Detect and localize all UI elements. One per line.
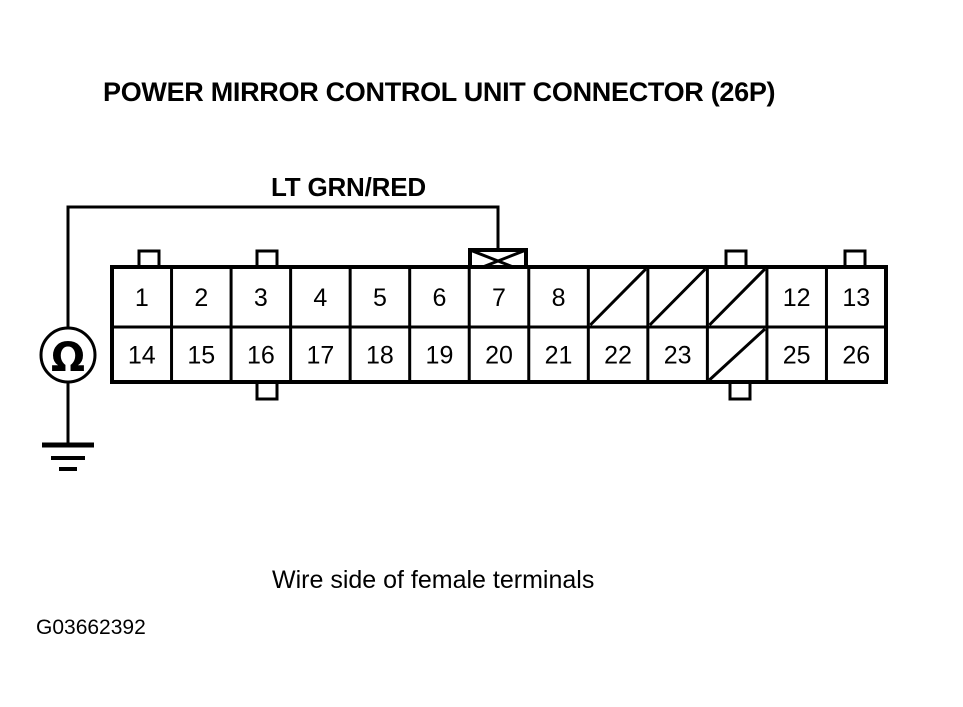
pin-number-label: 25: [783, 342, 811, 370]
pin-cell-16: 16: [229, 327, 275, 382]
pin-cell-7: 7: [467, 267, 506, 327]
pin-cell-8: 8: [527, 267, 566, 327]
pin-cell-blank-top-11: [705, 267, 766, 327]
wire-color-label: LT GRN/RED: [271, 172, 426, 202]
pin-cell-4: 4: [289, 267, 327, 327]
pin-number-label: 16: [247, 342, 275, 370]
pin-number-label: 12: [783, 284, 811, 312]
pin-number-label: 17: [306, 342, 334, 370]
connector-tab-bottom-2: [728, 380, 752, 401]
connector-housing: [110, 249, 888, 401]
pin-number-label: 1: [135, 284, 149, 312]
page-title: POWER MIRROR CONTROL UNIT CONNECTOR (26P…: [103, 77, 775, 107]
test-lead-wire: [66, 205, 500, 328]
pin-number-label: 20: [485, 342, 513, 370]
pin-number-label: 23: [664, 342, 692, 370]
pin-cell-17: 17: [289, 327, 334, 382]
connector-outline: [110, 265, 888, 384]
pin-cell-25: 25: [765, 327, 811, 382]
diagram-caption: Wire side of female terminals: [272, 566, 594, 594]
pin-number-label: 2: [194, 284, 208, 312]
pin-cell-blank-top-10: [646, 267, 707, 327]
pin-number-label: 7: [492, 284, 506, 312]
ohm-icon: Ω: [51, 335, 85, 381]
pin-cell-20: 20: [467, 327, 513, 382]
ohmmeter-symbol: Ω: [39, 326, 97, 384]
pin-cell-6: 6: [408, 267, 447, 327]
pin-number-label: 6: [433, 284, 447, 312]
pin-number-label: 5: [373, 284, 387, 312]
unused-pin-slash: [648, 267, 707, 327]
pin-cell-blank-bottom-11: [705, 327, 766, 382]
pin-cell-3: 3: [229, 267, 268, 327]
pin-number-label: 22: [604, 342, 632, 370]
ground-symbol: [42, 382, 94, 471]
pin-cell-22: 22: [586, 327, 632, 382]
pin-number-label: 19: [426, 342, 454, 370]
pin-number-label: 4: [313, 284, 327, 312]
pin-cell-18: 18: [348, 327, 394, 382]
pin-cell-2: 2: [170, 267, 208, 327]
pin-cell-21: 21: [527, 327, 573, 382]
pin-number-label: 8: [552, 284, 566, 312]
pin-cell-blank-top-9: [586, 267, 647, 327]
pin-number-label: 14: [128, 342, 156, 370]
unused-pin-slash: [708, 267, 766, 327]
pin-cell-12: 12: [765, 267, 811, 327]
pin-cell-1: 1: [135, 284, 149, 312]
pin-number-label: 3: [254, 284, 268, 312]
pin-cell-26: 26: [824, 327, 870, 382]
unused-pin-slash: [589, 267, 647, 327]
pin-number-label: 18: [366, 342, 394, 370]
pin-cell-23: 23: [646, 327, 692, 382]
connector-tab-bottom-1: [255, 380, 279, 401]
figure-id-code: G03662392: [36, 616, 146, 639]
pin-number-label: 13: [842, 284, 870, 312]
pin-cell-5: 5: [348, 267, 387, 327]
pin-number-label: 21: [545, 342, 573, 370]
pin-cell-15: 15: [170, 327, 215, 382]
pin-cell-19: 19: [408, 327, 454, 382]
unused-pin-slash: [708, 327, 766, 382]
pin-cell-13: 13: [824, 267, 870, 327]
pin-number-label: 15: [187, 342, 215, 370]
pin-number-label: 26: [842, 342, 870, 370]
pin-cell-14: 14: [128, 342, 156, 370]
